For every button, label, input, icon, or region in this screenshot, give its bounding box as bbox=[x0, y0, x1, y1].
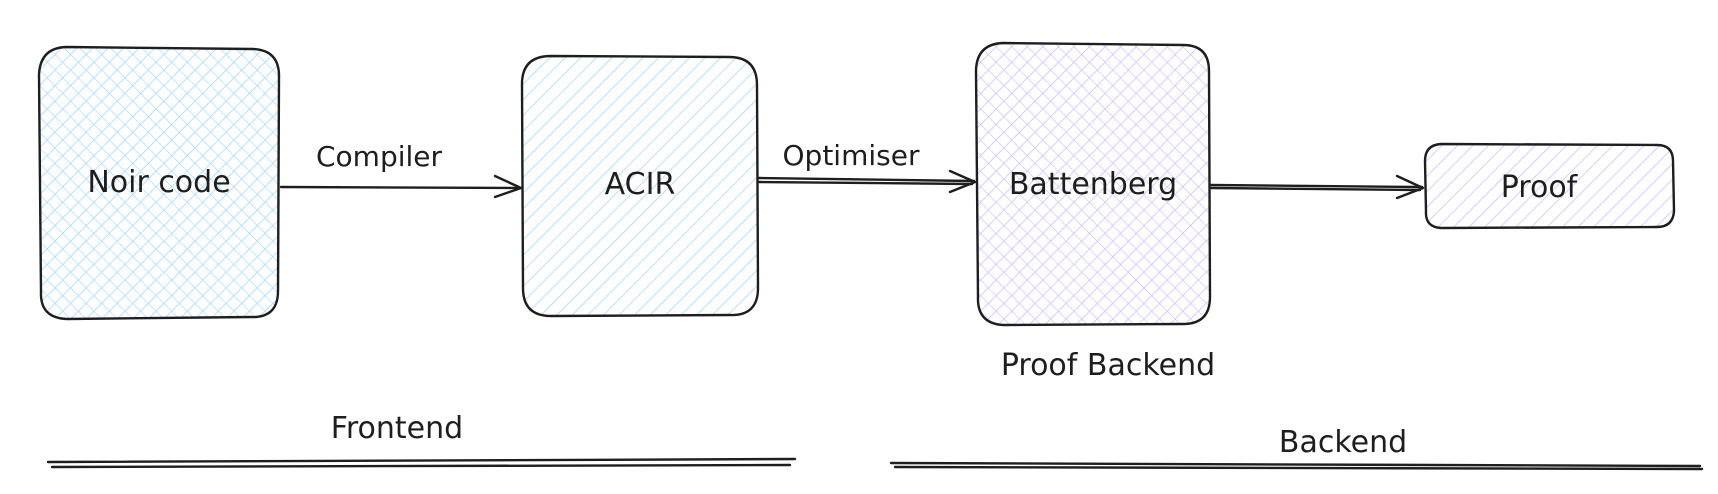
frontend-label: Frontend bbox=[331, 411, 463, 446]
frontend-underline bbox=[46, 457, 797, 469]
backend-label: Backend bbox=[1279, 425, 1407, 460]
battenberg-label: Battenberg bbox=[1009, 167, 1177, 202]
acir-label: ACIR bbox=[605, 167, 676, 202]
proof-label: Proof bbox=[1501, 170, 1579, 205]
noir-code-label: Noir code bbox=[87, 165, 230, 200]
battenberg-box[interactable]: Battenberg bbox=[974, 41, 1212, 327]
optimiser-arrow bbox=[757, 169, 977, 194]
proof-box[interactable]: Proof bbox=[1423, 142, 1676, 230]
battenberg-to-proof-arrow bbox=[1209, 174, 1425, 200]
noir-code-box[interactable]: Noir code bbox=[37, 45, 281, 321]
backend-underline bbox=[889, 461, 1704, 471]
compiler-arrow bbox=[279, 174, 523, 199]
proof-backend-caption: Proof Backend bbox=[1001, 348, 1215, 383]
compiler-label: Compiler bbox=[316, 140, 443, 173]
optimiser-label: Optimiser bbox=[783, 139, 920, 172]
acir-box[interactable]: ACIR bbox=[520, 54, 760, 318]
